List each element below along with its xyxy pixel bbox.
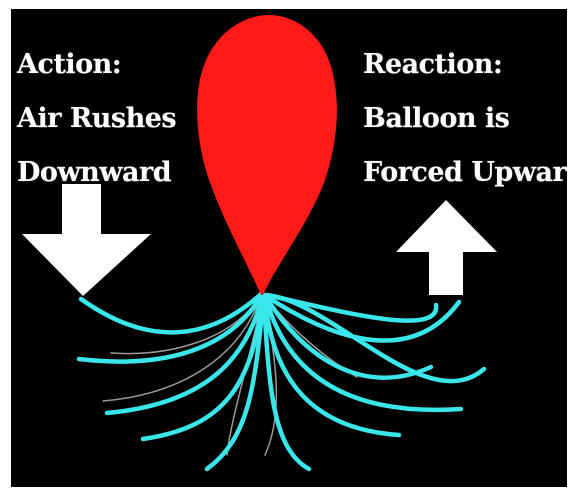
arrow-down-icon xyxy=(22,184,151,296)
reaction-line-2: Balloon is xyxy=(363,92,567,146)
action-title: Action: xyxy=(17,38,176,92)
air-streams xyxy=(79,294,484,469)
balloon-shape xyxy=(197,15,337,295)
action-line-3: Downward xyxy=(17,146,176,200)
air-stream-12 xyxy=(267,295,436,321)
action-label: Action: Air Rushes Downward xyxy=(17,38,176,200)
reaction-title: Reaction: xyxy=(363,38,567,92)
reaction-line-3: Forced Upward xyxy=(363,146,567,200)
reaction-label: Reaction: Balloon is Forced Upward xyxy=(363,38,567,200)
arrow-up-icon xyxy=(396,200,497,295)
diagram-frame: Action: Air Rushes Downward Reaction: Ba… xyxy=(11,9,567,487)
air-stream-2 xyxy=(79,296,261,362)
action-line-2: Air Rushes xyxy=(17,92,176,146)
